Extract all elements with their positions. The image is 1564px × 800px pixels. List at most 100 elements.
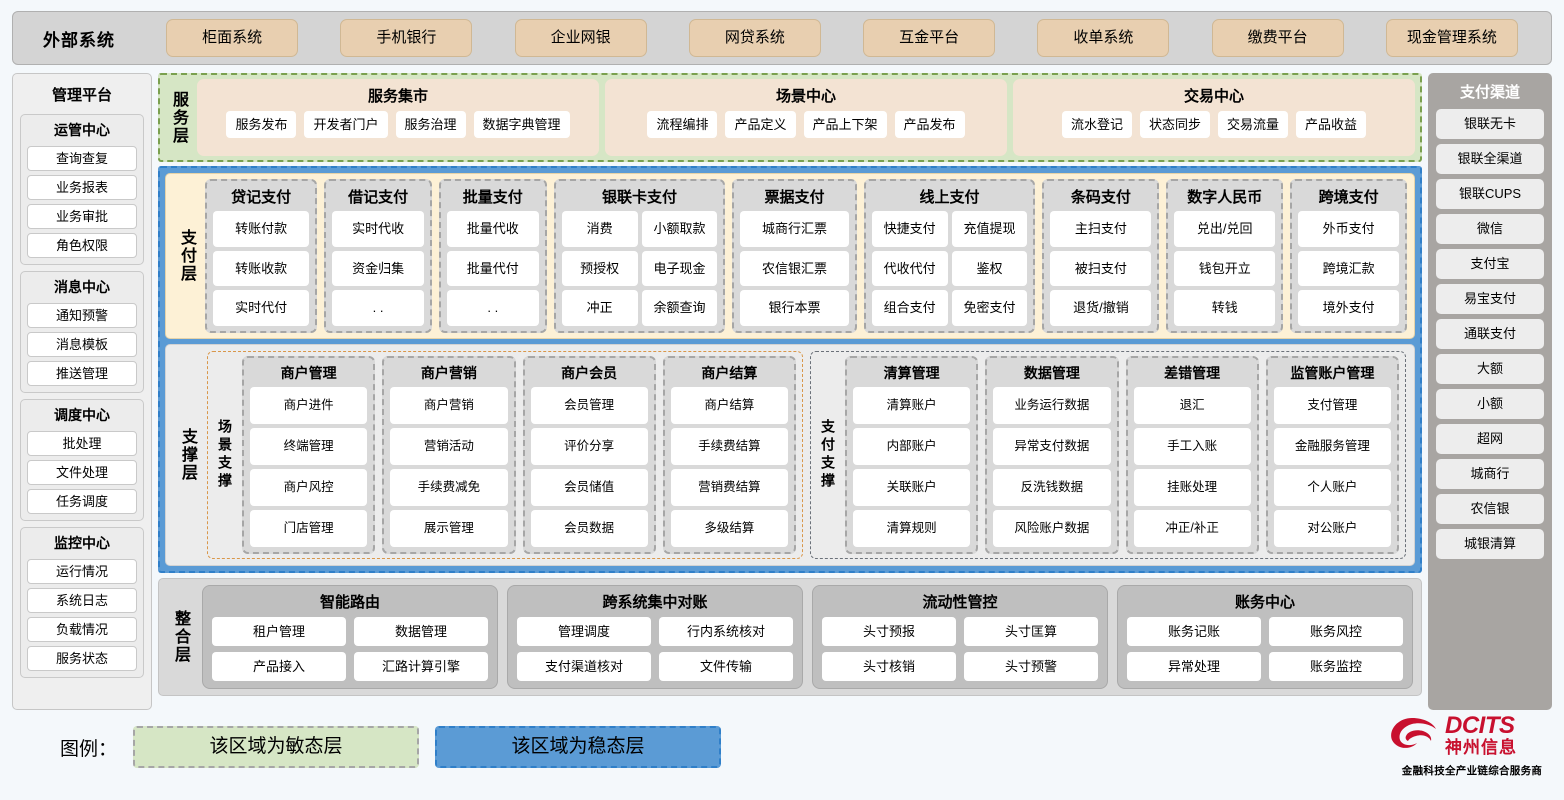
management-item[interactable]: 批处理 (27, 431, 137, 456)
payment-cell[interactable]: 冲正 (561, 290, 638, 326)
channel-item[interactable]: 银联全渠道 (1436, 144, 1544, 174)
management-item[interactable]: 任务调度 (27, 489, 137, 514)
channel-item[interactable]: 农信银 (1436, 494, 1544, 524)
payment-cell[interactable]: 兑出/兑回 (1174, 211, 1276, 247)
support-cell[interactable]: 会员管理 (530, 387, 648, 424)
service-item[interactable]: 流程编排 (647, 111, 718, 138)
management-item[interactable]: 通知预警 (27, 303, 137, 328)
payment-cell[interactable]: 充值提现 (951, 211, 1028, 247)
support-cell[interactable]: 会员数据 (530, 510, 648, 547)
integration-cell[interactable]: 管理调度 (517, 617, 651, 646)
payment-cell[interactable]: 转账收款 (213, 250, 310, 287)
integration-cell[interactable]: 头寸匡算 (964, 617, 1098, 646)
payment-cell[interactable]: 实时代收 (332, 211, 424, 247)
support-cell[interactable]: 手工入账 (1133, 428, 1251, 465)
support-cell[interactable]: 营销费结算 (670, 469, 788, 506)
support-cell[interactable]: 商户风控 (250, 469, 368, 506)
channel-item[interactable]: 超网 (1436, 424, 1544, 454)
management-item[interactable]: 消息模板 (27, 332, 137, 357)
service-item[interactable]: 开发者门户 (304, 111, 388, 138)
payment-cell[interactable]: 转钱 (1174, 290, 1276, 326)
service-item[interactable]: 产品上下架 (803, 111, 887, 138)
management-item[interactable]: 运行情况 (27, 559, 137, 584)
payment-cell[interactable]: . . (332, 290, 424, 326)
management-item[interactable]: 业务审批 (27, 204, 137, 229)
integration-cell[interactable]: 数据管理 (354, 617, 488, 646)
support-cell[interactable]: 商户进件 (250, 387, 368, 424)
support-cell[interactable]: 会员储值 (530, 469, 648, 506)
payment-cell[interactable]: 银行本票 (740, 290, 849, 326)
payment-cell[interactable]: 主扫支付 (1050, 211, 1152, 247)
management-item[interactable]: 服务状态 (27, 646, 137, 671)
channel-item[interactable]: 支付宝 (1436, 249, 1544, 279)
management-item[interactable]: 查询查复 (27, 146, 137, 171)
integration-cell[interactable]: 行内系统核对 (659, 617, 793, 646)
payment-cell[interactable]: 批量代收 (446, 211, 539, 247)
support-cell[interactable]: 商户营销 (390, 387, 508, 424)
payment-cell[interactable]: 余额查询 (641, 290, 718, 326)
payment-cell[interactable]: 小额取款 (641, 211, 718, 247)
payment-cell[interactable]: 消费 (561, 211, 638, 247)
support-cell[interactable]: 评价分享 (530, 428, 648, 465)
service-item[interactable]: 服务治理 (395, 111, 466, 138)
support-cell[interactable]: 退汇 (1133, 387, 1251, 424)
payment-cell[interactable]: 转账付款 (213, 211, 310, 247)
integration-cell[interactable]: 异常处理 (1127, 652, 1261, 681)
support-cell[interactable]: 风险账户数据 (993, 510, 1111, 547)
support-cell[interactable]: 营销活动 (390, 428, 508, 465)
channel-item[interactable]: 小额 (1436, 389, 1544, 419)
external-system-item[interactable]: 收单系统 (1037, 19, 1170, 57)
payment-cell[interactable]: 代收代付 (871, 250, 948, 287)
channel-item[interactable]: 城银清算 (1436, 529, 1544, 559)
channel-item[interactable]: 微信 (1436, 214, 1544, 244)
management-item[interactable]: 推送管理 (27, 361, 137, 386)
service-item[interactable]: 产品定义 (725, 111, 796, 138)
service-item[interactable]: 产品发布 (894, 111, 965, 138)
channel-item[interactable]: 易宝支付 (1436, 284, 1544, 314)
support-cell[interactable]: 个人账户 (1273, 469, 1391, 506)
management-item[interactable]: 业务报表 (27, 175, 137, 200)
support-cell[interactable]: 冲正/补正 (1133, 510, 1251, 547)
payment-cell[interactable]: 批量代付 (446, 250, 539, 287)
management-item[interactable]: 角色权限 (27, 233, 137, 258)
support-cell[interactable]: 门店管理 (250, 510, 368, 547)
channel-item[interactable]: 通联支付 (1436, 319, 1544, 349)
service-item[interactable]: 流水登记 (1061, 111, 1132, 138)
integration-cell[interactable]: 产品接入 (212, 652, 346, 681)
support-cell[interactable]: 挂账处理 (1133, 469, 1251, 506)
external-system-item[interactable]: 互金平台 (863, 19, 996, 57)
payment-cell[interactable]: 资金归集 (332, 250, 424, 287)
payment-cell[interactable]: 实时代付 (213, 290, 310, 326)
service-item[interactable]: 服务发布 (226, 111, 297, 138)
management-item[interactable]: 负载情况 (27, 617, 137, 642)
external-system-item[interactable]: 手机银行 (340, 19, 473, 57)
payment-cell[interactable]: 外币支付 (1298, 211, 1399, 247)
integration-cell[interactable]: 文件传输 (659, 652, 793, 681)
channel-item[interactable]: 大额 (1436, 354, 1544, 384)
payment-cell[interactable]: 退货/撤销 (1050, 290, 1152, 326)
integration-cell[interactable]: 头寸核销 (822, 652, 956, 681)
service-item[interactable]: 交易流量 (1218, 111, 1289, 138)
integration-cell[interactable]: 租户管理 (212, 617, 346, 646)
channel-item[interactable]: 城商行 (1436, 459, 1544, 489)
external-system-item[interactable]: 柜面系统 (166, 19, 299, 57)
management-item[interactable]: 系统日志 (27, 588, 137, 613)
integration-cell[interactable]: 汇路计算引擎 (354, 652, 488, 681)
payment-cell[interactable]: 电子现金 (641, 250, 718, 287)
support-cell[interactable]: 金融服务管理 (1273, 428, 1391, 465)
support-cell[interactable]: 关联账户 (853, 469, 971, 506)
support-cell[interactable]: 手续费结算 (670, 428, 788, 465)
support-cell[interactable]: 商户结算 (670, 387, 788, 424)
support-cell[interactable]: 对公账户 (1273, 510, 1391, 547)
support-cell[interactable]: 展示管理 (390, 510, 508, 547)
external-system-item[interactable]: 缴费平台 (1211, 19, 1344, 57)
external-system-item[interactable]: 网贷系统 (688, 19, 821, 57)
integration-cell[interactable]: 账务风控 (1269, 617, 1403, 646)
channel-item[interactable]: 银联无卡 (1436, 109, 1544, 139)
channel-item[interactable]: 银联CUPS (1436, 179, 1544, 209)
support-cell[interactable]: 终端管理 (250, 428, 368, 465)
integration-cell[interactable]: 头寸预警 (964, 652, 1098, 681)
integration-cell[interactable]: 账务记账 (1127, 617, 1261, 646)
support-cell[interactable]: 异常支付数据 (993, 428, 1111, 465)
payment-cell[interactable]: . . (446, 290, 539, 326)
